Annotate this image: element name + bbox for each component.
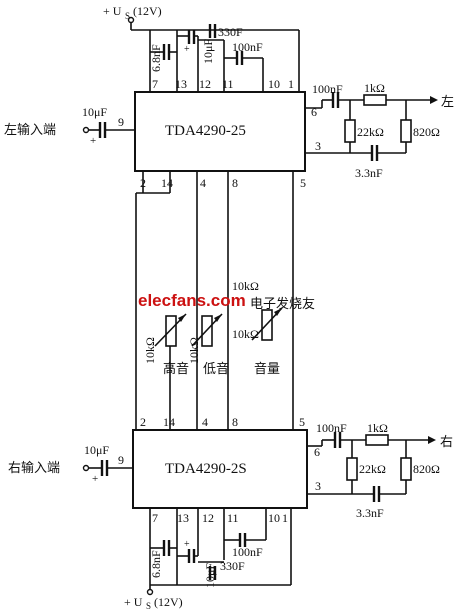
lower-pin-8: 8 <box>232 415 238 429</box>
volume-label: 音量 <box>254 361 280 377</box>
lower-output-label: 右 <box>440 435 453 450</box>
lower-resistor-22k <box>346 457 358 481</box>
upper-pin-14: 14 <box>161 176 173 190</box>
upper-pin-2: 2 <box>140 176 146 190</box>
lower-input-terminal <box>82 464 90 472</box>
upper-cap-13-label: 330F <box>218 25 243 39</box>
upper-series-res-label: 1kΩ <box>364 81 385 95</box>
lower-ic-block: TDA4290-2S 2 14 4 8 5 7 13 12 11 10 1 6.… <box>8 412 453 588</box>
svg-text:+: + <box>184 539 190 550</box>
upper-pin-5: 5 <box>300 176 306 190</box>
lower-fb-cap-label: 3.3nF <box>356 506 384 520</box>
upper-resistor-22k <box>344 119 356 143</box>
upper-pin-11: 11 <box>222 77 234 91</box>
treble-pot-value: 10kΩ <box>143 337 157 364</box>
top-supply: + U S (12V) <box>103 4 299 31</box>
lower-pin-13: 13 <box>177 511 189 525</box>
upper-resistor-820 <box>400 119 412 143</box>
upper-input-label: 左输入端 <box>4 122 56 138</box>
lower-ic-name: TDA4290-2S <box>165 461 247 477</box>
upper-pin-9: 9 <box>118 115 124 129</box>
lower-pin-5: 5 <box>299 415 305 429</box>
upper-pin-4: 4 <box>200 176 206 190</box>
lower-input-cap-label: 10μF <box>84 443 109 457</box>
lower-output-arrow <box>428 436 436 444</box>
lower-ic-body <box>132 429 308 509</box>
lower-resistor-820 <box>400 457 412 481</box>
upper-input-cap-label: 10μF <box>82 105 107 119</box>
upper-output-cap-label: 100nF <box>312 82 343 96</box>
bottom-supply-value: (12V) <box>154 595 183 609</box>
upper-pin-6: 6 <box>311 105 317 119</box>
volume-pot-value-top: 10kΩ <box>232 279 259 293</box>
pot-section: 10kΩ 高音 10kΩ 低音 10kΩ 10kΩ 音量 elecfans.co… <box>135 193 315 412</box>
upper-ic-block: TDA4290-25 7 13 12 11 10 1 6.8nF + 10μF … <box>4 24 454 194</box>
lower-cap-11-label: 100nF <box>232 545 263 559</box>
upper-cap-11-label: 100nF <box>232 40 263 54</box>
lower-input-label: 右输入端 <box>8 460 60 476</box>
bass-label: 低音 <box>203 361 229 377</box>
upper-pin-1: 1 <box>288 77 294 91</box>
upper-cap-7-label: 6.8nF <box>149 44 163 72</box>
upper-input-terminal <box>82 126 90 134</box>
svg-text:+: + <box>184 44 190 55</box>
lower-res-22k-label: 22kΩ <box>359 462 386 476</box>
lower-series-res-label: 1kΩ <box>367 421 388 435</box>
watermark-cn: 电子发烧友 <box>250 296 315 312</box>
lower-pin-1: 1 <box>282 511 288 525</box>
upper-pin-7: 7 <box>152 77 158 91</box>
top-supply-terminal <box>127 16 135 24</box>
upper-pin-3: 3 <box>315 139 321 153</box>
top-supply-label: + U <box>103 4 122 18</box>
bottom-supply-terminal <box>146 588 154 596</box>
treble-label: 高音 <box>163 361 189 377</box>
lower-cap-7-label: 6.8nF <box>149 550 163 578</box>
volume-pot-value: 10kΩ <box>232 327 259 341</box>
upper-fb-cap-label: 3.3nF <box>355 166 383 180</box>
lower-series-resistor <box>365 434 389 446</box>
upper-pin-8: 8 <box>232 176 238 190</box>
svg-text:+: + <box>92 473 98 485</box>
svg-text:+: + <box>90 135 96 147</box>
lower-pin-14: 14 <box>163 415 175 429</box>
upper-cap-12-label: 10μF <box>201 39 215 64</box>
lower-output-cap-label: 100nF <box>316 421 347 435</box>
lower-pin-3: 3 <box>315 479 321 493</box>
lower-res-820-label: 820Ω <box>413 462 440 476</box>
bottom-supply-label: + U <box>124 595 143 609</box>
upper-res-820-label: 820Ω <box>413 125 440 139</box>
upper-series-resistor <box>363 94 387 106</box>
lower-pin-9: 9 <box>118 453 124 467</box>
bottom-supply: + U S (12V) <box>124 584 291 609</box>
upper-output-label: 左 <box>441 95 454 110</box>
lower-cap-13-label: 330F <box>220 559 245 573</box>
treble-pot <box>165 315 177 347</box>
lower-pin-11: 11 <box>227 511 239 525</box>
bottom-supply-sub: S <box>146 601 151 609</box>
lower-pin-6: 6 <box>314 445 320 459</box>
watermark: elecfans.com <box>138 291 246 310</box>
lower-pin-10: 10 <box>268 511 280 525</box>
lower-pin-12: 12 <box>202 511 214 525</box>
lower-pin-4: 4 <box>202 415 208 429</box>
upper-ic-body <box>134 91 306 172</box>
lower-pin-7: 7 <box>152 511 158 525</box>
upper-res-22k-label: 22kΩ <box>357 125 384 139</box>
upper-pin-12: 12 <box>199 77 211 91</box>
upper-output-arrow <box>430 96 438 104</box>
top-supply-sub: S <box>125 11 130 21</box>
top-supply-value: (12V) <box>133 4 162 18</box>
upper-pin-10: 10 <box>268 77 280 91</box>
lower-pin-2: 2 <box>140 415 146 429</box>
upper-ic-name: TDA4290-25 <box>165 123 246 139</box>
upper-pin-13: 13 <box>175 77 187 91</box>
bass-pot-value: 10kΩ <box>187 337 201 364</box>
